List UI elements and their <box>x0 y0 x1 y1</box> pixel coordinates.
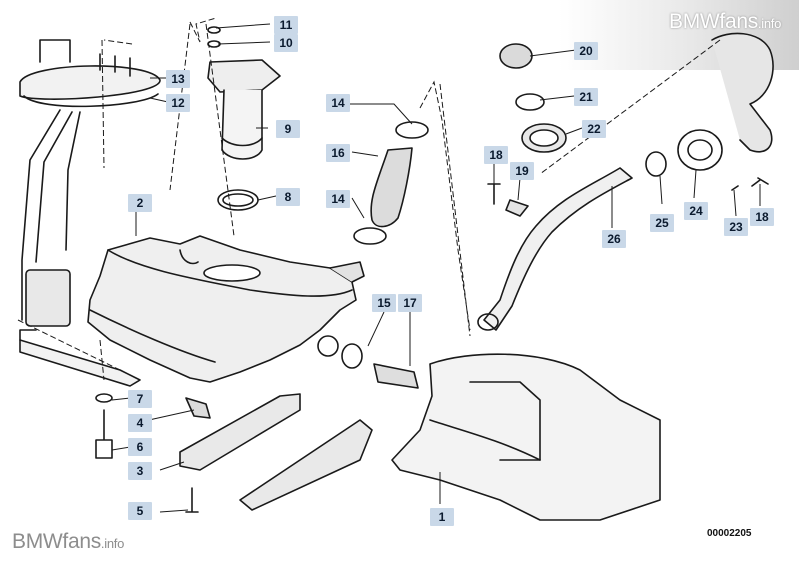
filler-neck <box>711 32 774 153</box>
callout-16: 16 <box>326 144 350 162</box>
filler-vent-hose <box>370 147 413 228</box>
filler-cap <box>499 43 533 69</box>
callout-25: 25 <box>650 214 674 232</box>
callout-8: 8 <box>276 188 300 206</box>
callout-18-right: 18 <box>750 208 774 226</box>
callout-22: 22 <box>582 120 606 138</box>
callout-23: 23 <box>724 218 748 236</box>
callout-6: 6 <box>128 438 152 456</box>
heat-shield <box>391 353 661 521</box>
callout-21: 21 <box>574 88 598 106</box>
tank-strap <box>179 393 301 471</box>
callout-19: 19 <box>510 162 534 180</box>
fuel-pump <box>207 59 281 93</box>
callout-14: 14 <box>326 94 350 112</box>
diagram-id: 00002205 <box>707 528 752 539</box>
callout-26: 26 <box>602 230 626 248</box>
support-bracket <box>239 419 373 511</box>
callout-10: 10 <box>274 34 298 52</box>
callout-2: 2 <box>128 194 152 212</box>
callout-9: 9 <box>276 120 300 138</box>
watermark-bottom: BMWfans.info <box>12 530 124 553</box>
callout-15: 15 <box>372 294 396 312</box>
fuel-sender-flange <box>19 65 161 100</box>
callout-20: 20 <box>574 42 598 60</box>
filler-pipe <box>483 167 633 331</box>
callout-7: 7 <box>128 390 152 408</box>
callout-3: 3 <box>128 462 152 480</box>
callout-24: 24 <box>684 202 708 220</box>
callout-18: 18 <box>484 146 508 164</box>
watermark-top: BMWfans.info <box>669 10 781 33</box>
callout-13: 13 <box>166 70 190 88</box>
callout-14-lower: 14 <box>326 190 350 208</box>
callout-12: 12 <box>166 94 190 112</box>
fuel-tank <box>87 235 357 383</box>
callout-11: 11 <box>274 16 298 34</box>
callout-5: 5 <box>128 502 152 520</box>
callout-1: 1 <box>430 508 454 526</box>
callout-4: 4 <box>128 414 152 432</box>
callout-17: 17 <box>398 294 422 312</box>
